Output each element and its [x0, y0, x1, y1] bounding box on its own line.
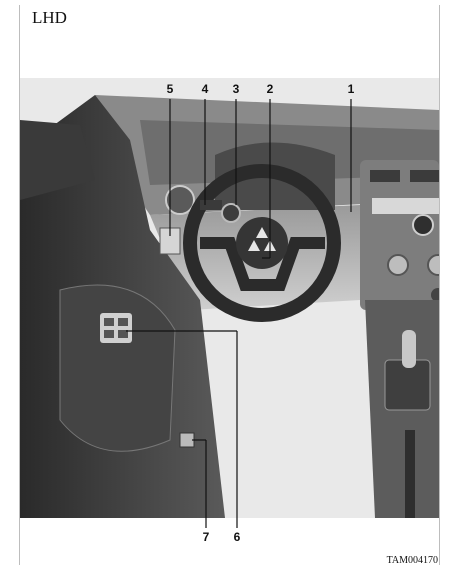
climate-knob-1 — [387, 254, 409, 276]
audio-display — [372, 198, 439, 214]
left-vent-round — [165, 185, 195, 215]
side-mirror — [20, 120, 95, 200]
callout-5: 5 — [167, 82, 174, 96]
horn-pad-shape — [236, 217, 288, 269]
callout-4: 4 — [202, 82, 209, 96]
door-armrest — [59, 284, 176, 452]
callout-1: 1 — [348, 82, 355, 96]
figure-frame — [19, 5, 440, 565]
callout-7: 7 — [203, 530, 210, 544]
figure-code: TAM004170 — [386, 555, 438, 566]
power-outlet — [431, 288, 439, 302]
hood-release — [179, 432, 195, 448]
parking-brake — [405, 430, 415, 518]
steering-wheel — [183, 164, 341, 322]
vent-right — [410, 170, 439, 182]
shift-lever — [402, 330, 416, 368]
vent-left — [370, 170, 400, 182]
leader-lines — [126, 99, 352, 528]
callout-labels: 1 2 3 4 5 6 7 — [167, 82, 355, 544]
callout-3: 3 — [233, 82, 240, 96]
callout-2: 2 — [267, 82, 274, 96]
callout-6: 6 — [234, 530, 241, 544]
turn-signal-stalk — [200, 200, 222, 210]
ignition-cylinder — [221, 203, 241, 223]
audio-knob — [412, 214, 434, 236]
window-switch-panel — [100, 313, 132, 343]
drive-side-label: LHD — [32, 8, 67, 27]
brand-emblem — [256, 227, 268, 238]
center-stack — [360, 160, 439, 310]
climate-knob-2 — [427, 254, 439, 276]
